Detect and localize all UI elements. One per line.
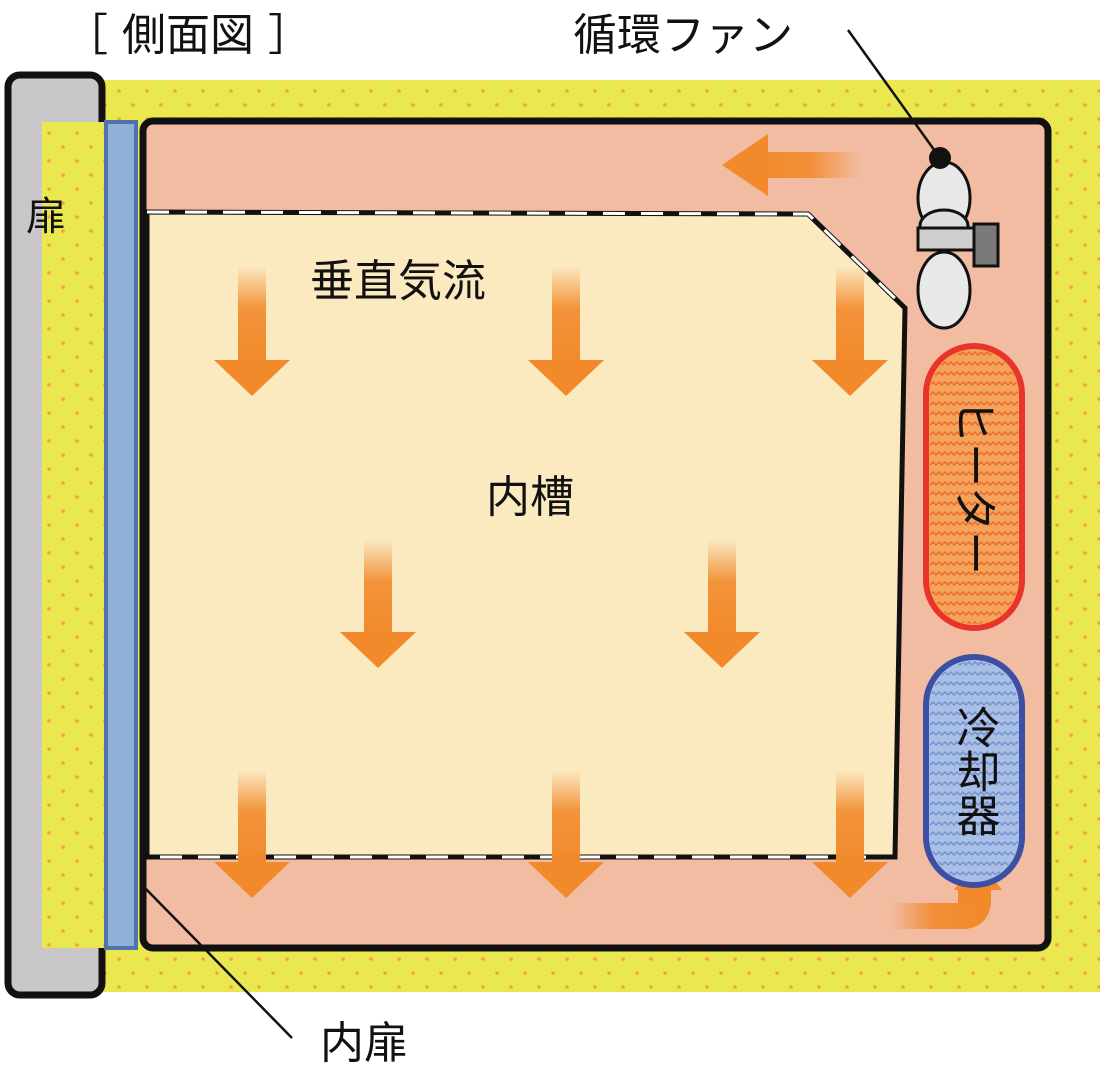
perforated-top-panel [146,210,907,310]
inner-door-label: 内扉 [320,1018,408,1069]
inner-door-leader-line [144,887,293,1039]
vertical-airflow-arrows [214,266,888,898]
airflow-arrow [812,770,888,898]
vertical-airflow-label: 垂直気流 [310,256,486,307]
airflow-arrow [528,266,604,396]
heater [923,343,1025,631]
door-label: 扉 [26,194,66,240]
fan-label: 循環ファン [573,10,793,61]
cooler-label: 冷却器 [949,705,1000,837]
airflow-arrow [684,540,760,668]
airflow-arrow [340,540,416,668]
airflow-arrow [214,770,290,898]
airflow-arrow [812,266,888,396]
cooler [923,654,1025,888]
inner-door [104,120,138,950]
heater-label-vertical: ヒーター [949,399,1000,575]
airflow-arrow [214,266,290,396]
side-view-title: ［ 側面図 ］ [64,10,312,61]
inner-chamber-label: 内槽 [486,472,574,523]
circulation-fan-icon [846,29,1000,330]
door [4,71,106,999]
airflow-arrow [528,770,604,898]
return-airflow-arrow [722,134,860,196]
